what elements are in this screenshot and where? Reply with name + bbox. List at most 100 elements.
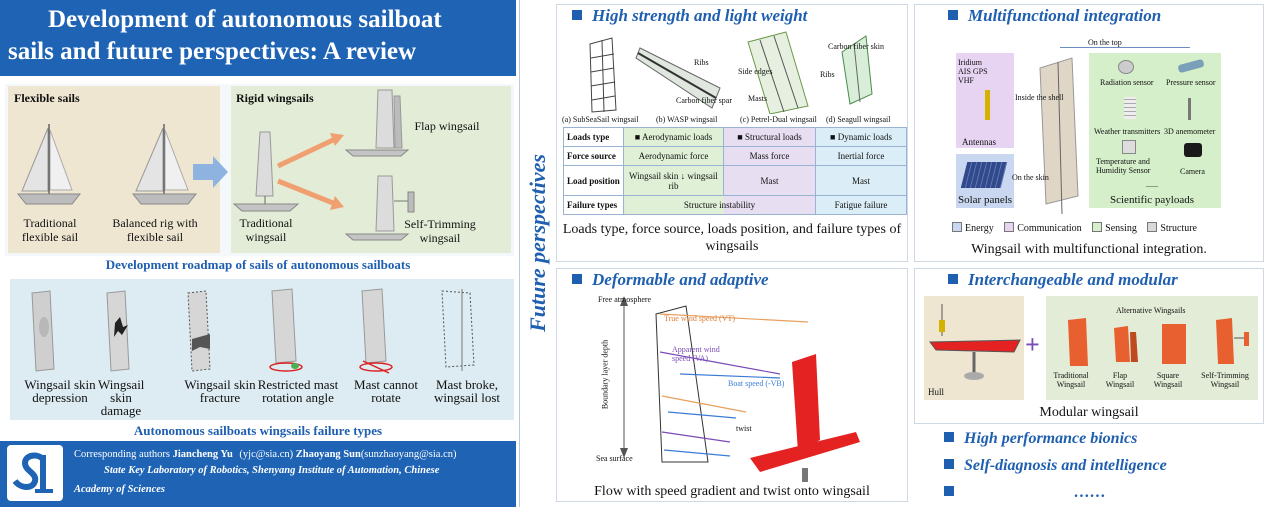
bullet-item: High performance bionics [944,430,1167,457]
camera-icon [1184,143,1202,157]
alt-item-self-trimming: Self-Trimming Wingsail [1201,371,1249,389]
failures-caption: Autonomous sailboats wingsails failure t… [133,423,383,438]
table-row: Failure types Structure instability Fati… [563,195,907,215]
modular-caption: Modular wingsail [1039,405,1139,420]
hull-label: Hull [928,387,945,397]
flexible-sails-title: Flexible sails [14,91,80,105]
sensor-weather: Weather transmitters [1094,127,1161,136]
mast-broke-drawing [441,289,475,371]
annot-masts: Masts [748,94,768,103]
skin-depression-drawing [31,290,55,372]
loads-table: Loads type ■ Aerodynamic loads ■ Structu… [563,127,907,215]
bullet-list: High performance bionics Self-diagnosis … [944,430,1167,507]
bullet-item: Self-diagnosis and intelligence [944,457,1167,484]
sensor-temperature: Temperature and Humidity Sensor [1096,157,1151,175]
authors-prefix: Corresponding authors [74,449,170,460]
seagull-drawing [841,35,873,105]
sensor-camera: Camera [1180,167,1205,176]
roadmap-arrow-icon [193,156,228,188]
affiliation-2: Academy of Sciences [74,484,165,495]
alt-item-square: Square Wingsail [1153,371,1183,389]
label-flap-wingsail: Flap wingsail [414,119,480,133]
deform-title-text: Deformable and adaptive [592,270,769,289]
author-2-name: Zhaoyang Sun [295,449,361,460]
table-cell: Mast [723,165,816,196]
table-cell: Loads type [563,127,624,147]
on-top-line [1060,47,1190,48]
author-1-email[interactable]: (yjc@sia.cn) [239,449,294,460]
author-1-name: Jiancheng Yu [172,449,233,460]
apparent-wind-label: Apparent wind speed (VA) [672,345,720,363]
antennas-label: Antennas [962,137,996,147]
authors-line: Corresponding authors Jiancheng Yu (yjc@… [74,449,457,460]
modular-title-text: Interchangeable and modular [968,270,1178,289]
failure-item-1: Wingsail skin depression [24,377,96,405]
self-trimming-wingsail-drawing [344,175,415,241]
radiation-sensor-icon [1118,60,1134,74]
deform-panel [556,268,908,502]
solar-panel-drawing [960,162,1008,188]
roadmap-caption: Development roadmap of sails of autonomo… [105,257,411,272]
multi-wingsail-drawing [1039,57,1079,215]
balanced-rig-drawing [131,124,198,205]
fig-label-c: (c) Petrel-Dual wingsail [740,115,817,124]
skin-fracture-drawing [187,290,211,372]
legend-structure-swatch [1147,222,1158,232]
traditional-sail-drawing [16,124,82,205]
deform-illustration [620,296,860,482]
poster-title: Development of autonomous sailboat sails… [0,0,516,76]
multi-caption: Wingsail with multifunctional integratio… [971,242,1207,257]
legend-communication: Communication [1017,223,1082,234]
failure-item-6: Mast broke, wingsail lost [433,377,501,405]
table-row: Load position Wingsail skin ↓ wingsail r… [563,165,907,196]
comm-list: Iridium AIS GPS VHF [958,58,988,85]
on-top-label: On the top [1088,38,1122,47]
temp-sensor-icon [1122,140,1136,154]
table-cell: ■ Aerodynamic loads [623,127,724,147]
failures-panel [10,279,514,420]
traditional-wingsail-drawing [232,131,300,212]
on-skin-label: On the skin [1012,173,1049,182]
deform-caption: Flow with speed gradient and twist onto … [594,484,870,499]
table-row: Loads type ■ Aerodynamic loads ■ Structu… [563,127,907,147]
bullet-text: …… [1074,484,1106,501]
antenna-drawing [985,90,990,120]
legend-structure: Structure [1160,223,1197,234]
alt-wingsails-label: Alternative Wingsails [1116,306,1186,315]
strength-illustrations [589,31,873,114]
fig-label-a: (a) SubSeaSail wingsail [562,115,639,124]
label-traditional-wingsail: Traditional wingsail [239,216,293,244]
alt-item-flap: Flap Wingsail [1105,371,1135,389]
label-balanced-rig: Balanced rig with flexible sail [112,216,198,244]
payloads-label: Scientific payloads [1110,194,1195,206]
alt-wingsails-drawing [1068,318,1249,366]
anemometer-icon [1188,98,1191,120]
strength-title: High strength and light weight [572,6,807,26]
multi-legend: Energy Communication Sensing Structure [944,222,1197,234]
table-cell: Load position [563,165,624,196]
annot-side-edges: Side edges [738,67,773,76]
failure-item-3: Wingsail skin fracture [184,377,256,405]
legend-comm-swatch [1004,222,1015,232]
table-cell: ■ Dynamic loads [815,127,907,147]
table-cell: Failure types [563,195,624,215]
annot-ribs-2: Ribs [820,70,835,79]
rigid-wingsails-title: Rigid wingsails [236,91,314,105]
future-perspectives-title: Future perspectives [525,154,550,332]
boundary-label: Boundary layer depth [600,339,610,410]
restricted-rotation-drawing [269,288,303,372]
authors-bar [0,441,516,507]
flap-wingsail-drawing [344,89,410,157]
strength-title-text: High strength and light weight [592,6,808,25]
table-cell: ■ Structural loads [723,127,816,147]
rigid-wingsails-box [231,86,511,253]
hull-drawing [929,304,1021,380]
multi-title-text: Multifunctional integration [968,6,1162,25]
strength-caption: Loads type, force source, loads position… [562,222,902,254]
table-row: Force source Aerodynamic force Mass forc… [563,146,907,166]
legend-sensing-swatch [1092,222,1103,232]
author-2-email[interactable]: (sunzhaoyang@sia.cn) [360,449,457,460]
sensor-dots: ...... [1146,180,1158,189]
failure-item-4: Restricted mast rotation angle [257,377,339,405]
multi-panel [914,4,1264,262]
